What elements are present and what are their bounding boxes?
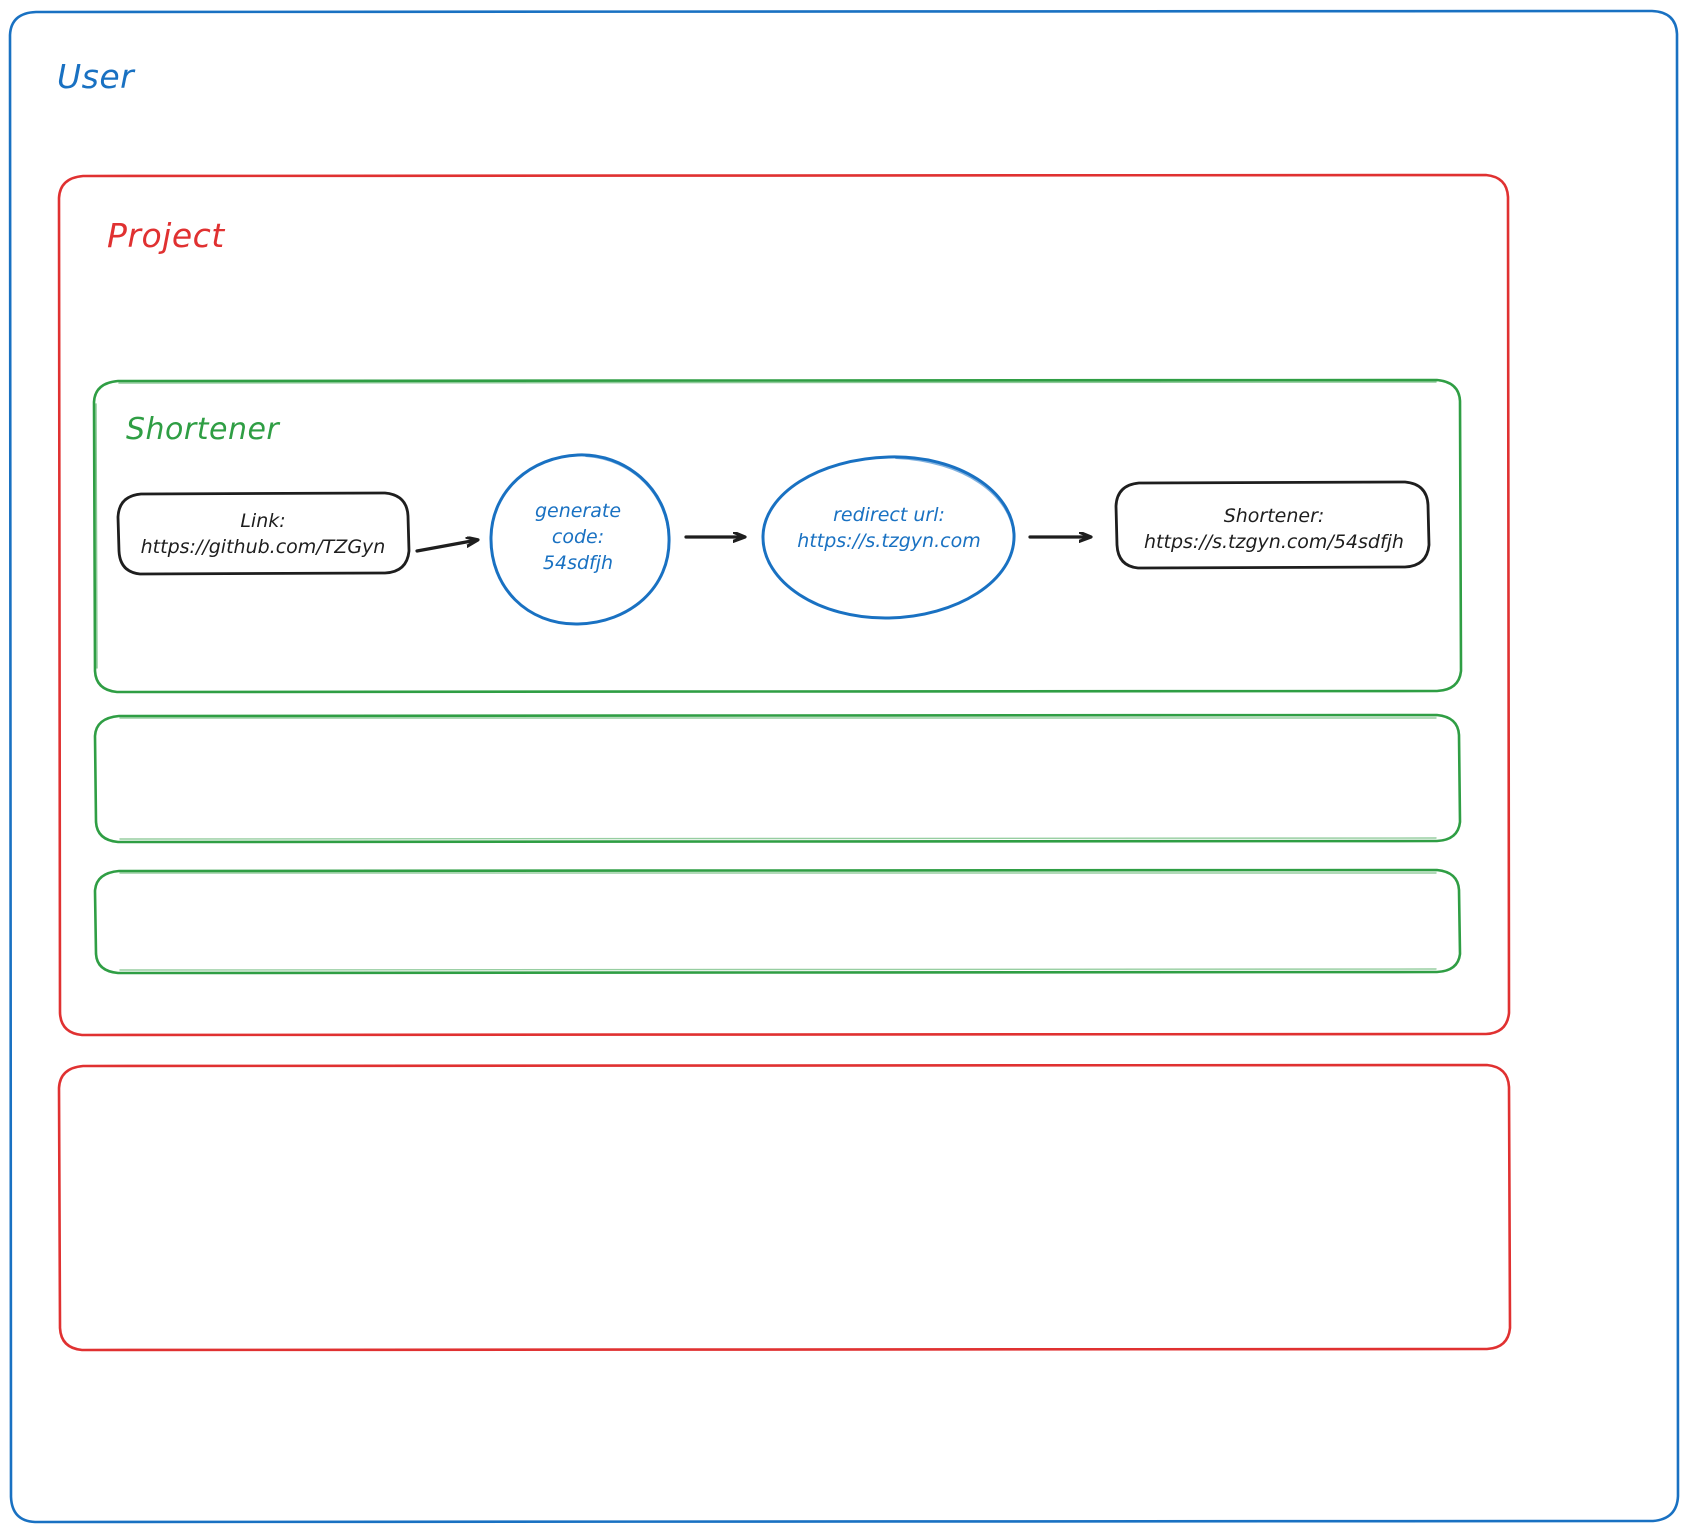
empty-project-container[interactable] [57,1063,1512,1352]
empty-container-2[interactable] [93,868,1462,975]
node-link[interactable] [116,491,411,576]
project-container-frame[interactable] [57,173,1511,1037]
shortener-container-frame[interactable] [92,378,1463,694]
node-generate-code[interactable] [489,453,671,626]
node-shortener-result[interactable] [1114,480,1431,570]
empty-container-1[interactable] [93,713,1462,844]
user-container-frame[interactable] [8,9,1680,1524]
node-redirect-url[interactable] [761,455,1016,620]
arrow-link-to-generate [415,540,477,553]
